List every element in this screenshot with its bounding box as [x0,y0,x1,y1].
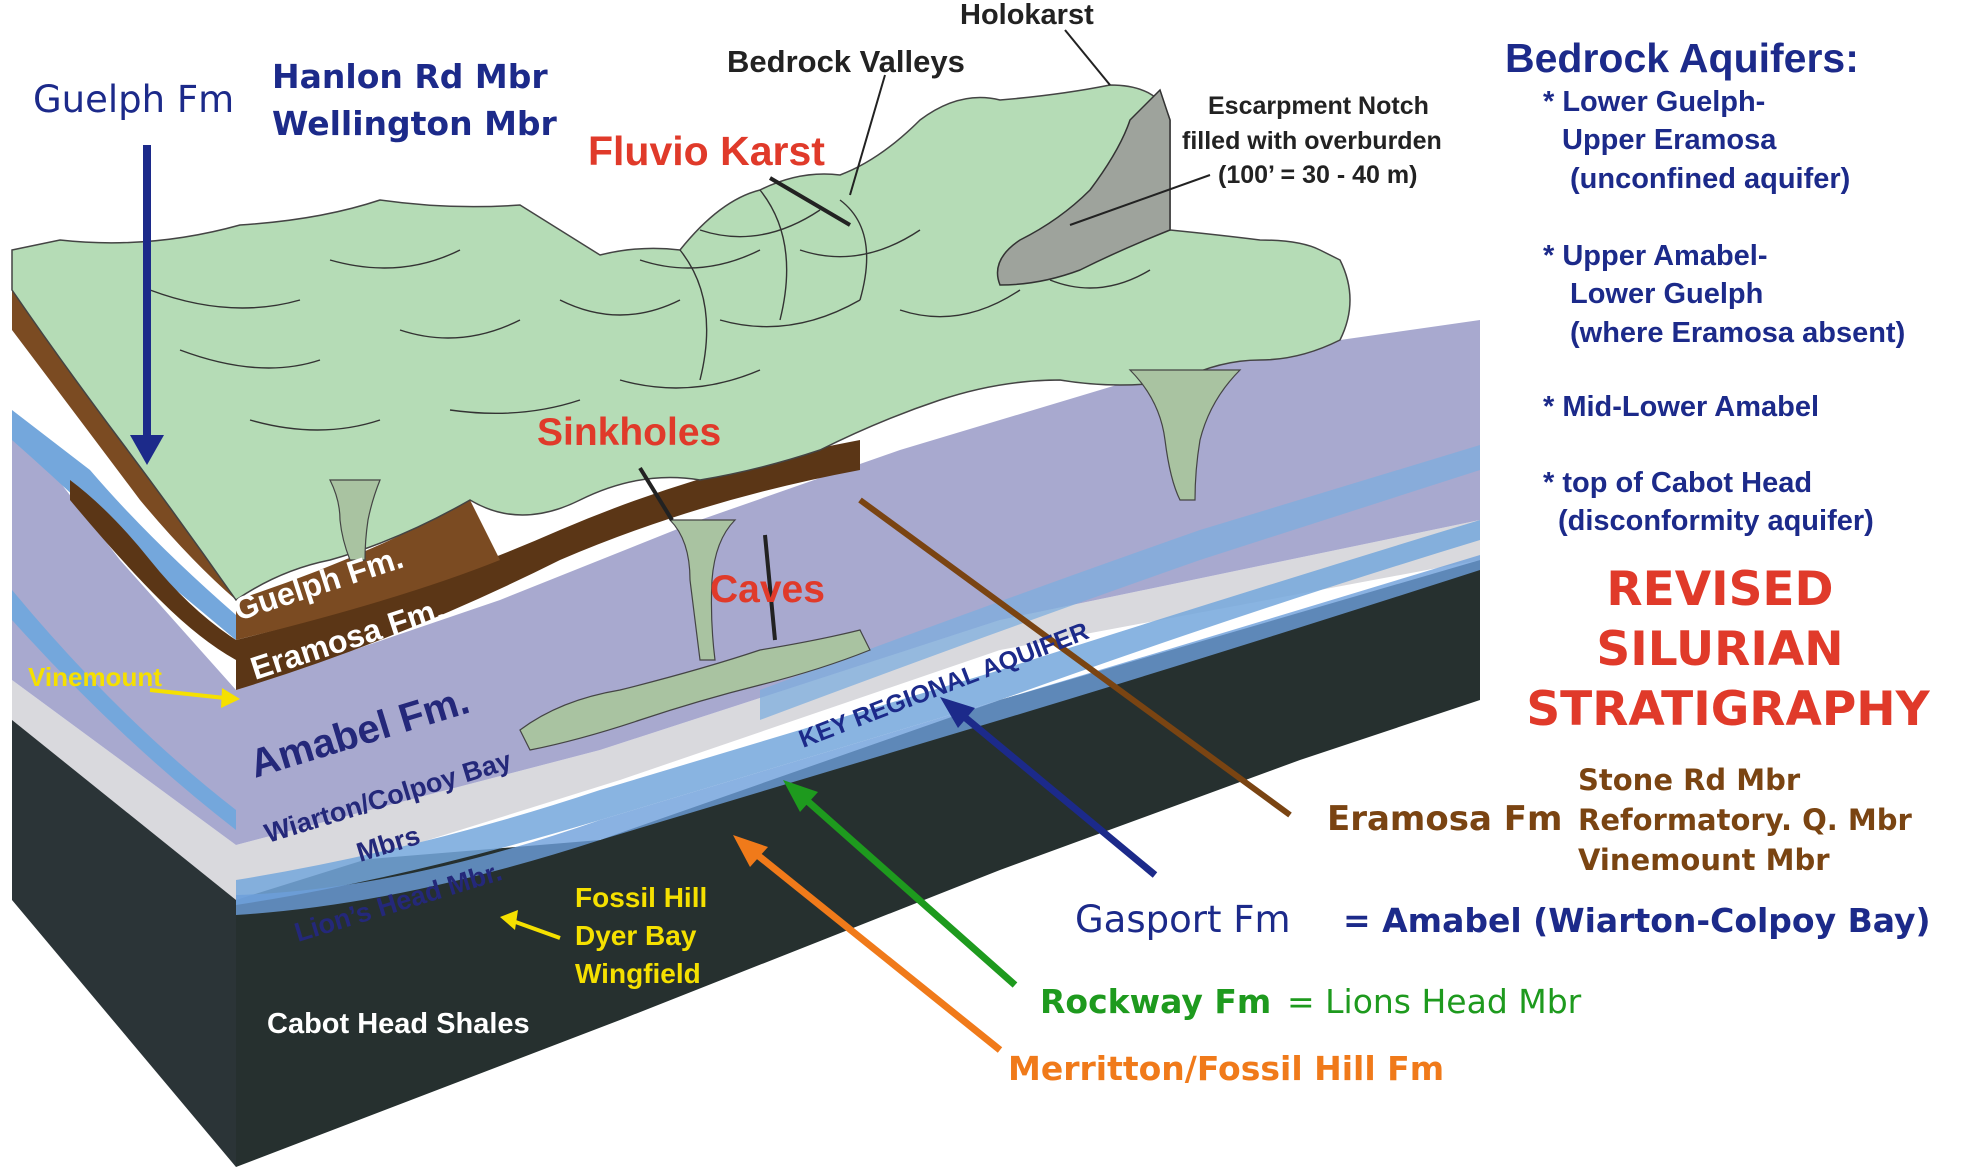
aquifer-3-line1: * Mid-Lower Amabel [1543,391,1819,423]
dyer-bay-label: Dyer Bay [575,920,697,951]
fossil-hill-label: Fossil Hill [575,882,707,913]
eramosa-fm-label: Eramosa Fm [1327,799,1562,839]
escarpment-leader [1069,174,1211,226]
rockway-arrow [792,787,1018,988]
bedrock-valleys-label: Bedrock Valleys [727,44,965,79]
arrows [130,29,1292,1053]
merritton-label: Merritton/Fossil Hill Fm [1008,1049,1444,1088]
aquifer-2-line2: Lower Guelph [1570,278,1763,310]
green-surface [11,84,1351,602]
right-karst-pipe [1128,369,1242,501]
aquifer-1-line1: * Lower Guelph- [1543,86,1765,118]
fluvio-karst-leader [768,176,852,227]
aquifer-band-upper [760,445,1480,720]
wingfield-label: Wingfield [575,958,701,989]
eramosa-left-face [70,480,236,660]
aquifer-1-line2: Upper Eramosa [1562,124,1777,156]
rockway-equivalence: = Lions Head Mbr [1287,982,1582,1021]
escarpment-line1: Escarpment Notch [1208,92,1429,120]
aquifer-2-line1: * Upper Amabel- [1543,240,1768,272]
escarpment-line3: (100’ = 30 - 40 m) [1218,161,1417,189]
holokarst-label: Holokarst [960,0,1094,31]
vinemount-arrow [149,688,226,700]
grey-layer-left [12,680,236,900]
escarpment-line2: filled with overburden [1182,127,1442,155]
reformatory-label: Reformatory. Q. Mbr [1578,803,1912,837]
grey-layer-front [236,520,1480,900]
sinkholes-label: Sinkholes [537,411,721,454]
left-aquifer-band [12,590,236,830]
escarpment-notch [996,88,1171,286]
gasport-arrow-head [940,697,975,728]
holokarst-leader [1064,29,1111,86]
revised-line1: REVISED [1606,562,1833,617]
gasport-equivalence: = Amabel (Wiarton-Colpoy Bay) [1343,901,1931,940]
fluvio-karst-label: Fluvio Karst [588,128,825,174]
revised-line2: SILURIAN [1596,622,1843,677]
amabel-left-face [12,420,236,845]
rockway-arrow-head [783,780,818,812]
caves-leader [763,534,777,641]
key-aquifer-band [236,520,1480,905]
gasport-arrow [947,702,1158,878]
rockway-label: Rockway Fm [1040,982,1271,1021]
aquifer-2-line3: (where Eramosa absent) [1570,317,1905,349]
sinkholes-leader [638,466,674,522]
merritton-arrow-head [733,835,768,867]
cabot-head-label: Cabot Head Shales [267,1008,530,1040]
caves-label: Caves [710,568,825,611]
left-aquifer-band-upper [12,410,236,640]
aquifer-1-line3: (unconfined aquifer) [1570,163,1850,195]
aquifer-4-line2: (disconformity aquifer) [1558,505,1874,537]
guelph-layer [236,500,500,640]
gasport-label: Gasport Fm [1075,898,1291,941]
vinemount-mbr-label: Vinemount Mbr [1578,843,1830,877]
wellington-member-label: Wellington Mbr [272,104,558,143]
vinemount-label: Vinemount [28,662,162,692]
eramosa-pointer [858,497,1292,818]
cabot-head-front-face [236,560,1480,1167]
hanlon-member-label: Hanlon Rd Mbr [272,57,548,96]
sinkhole-shaft [668,519,737,661]
bedrock-valleys-leader [849,74,886,196]
cabot-head-left-face [12,710,236,1167]
aquifer-4-line1: * top of Cabot Head [1543,467,1812,499]
fossil-hill-arrow [509,918,561,940]
fossil-hill-arrow-head [500,910,518,930]
eramosa-layer [236,440,860,690]
guelph-arrow-head [130,435,164,465]
aquifers-heading: Bedrock Aquifers: [1505,35,1859,81]
cave-system [519,629,871,751]
merritton-arrow [742,842,1003,1053]
stone-rd-label: Stone Rd Mbr [1578,763,1801,797]
drainage-lines [149,189,1151,431]
guelph-formation-label: Guelph Fm [33,78,234,121]
vinemount-arrow-head [221,688,240,708]
block-diagram [11,84,1480,1167]
revised-line3: STRATIGRAPHY [1526,682,1930,737]
left-karst-pipe [329,479,381,561]
